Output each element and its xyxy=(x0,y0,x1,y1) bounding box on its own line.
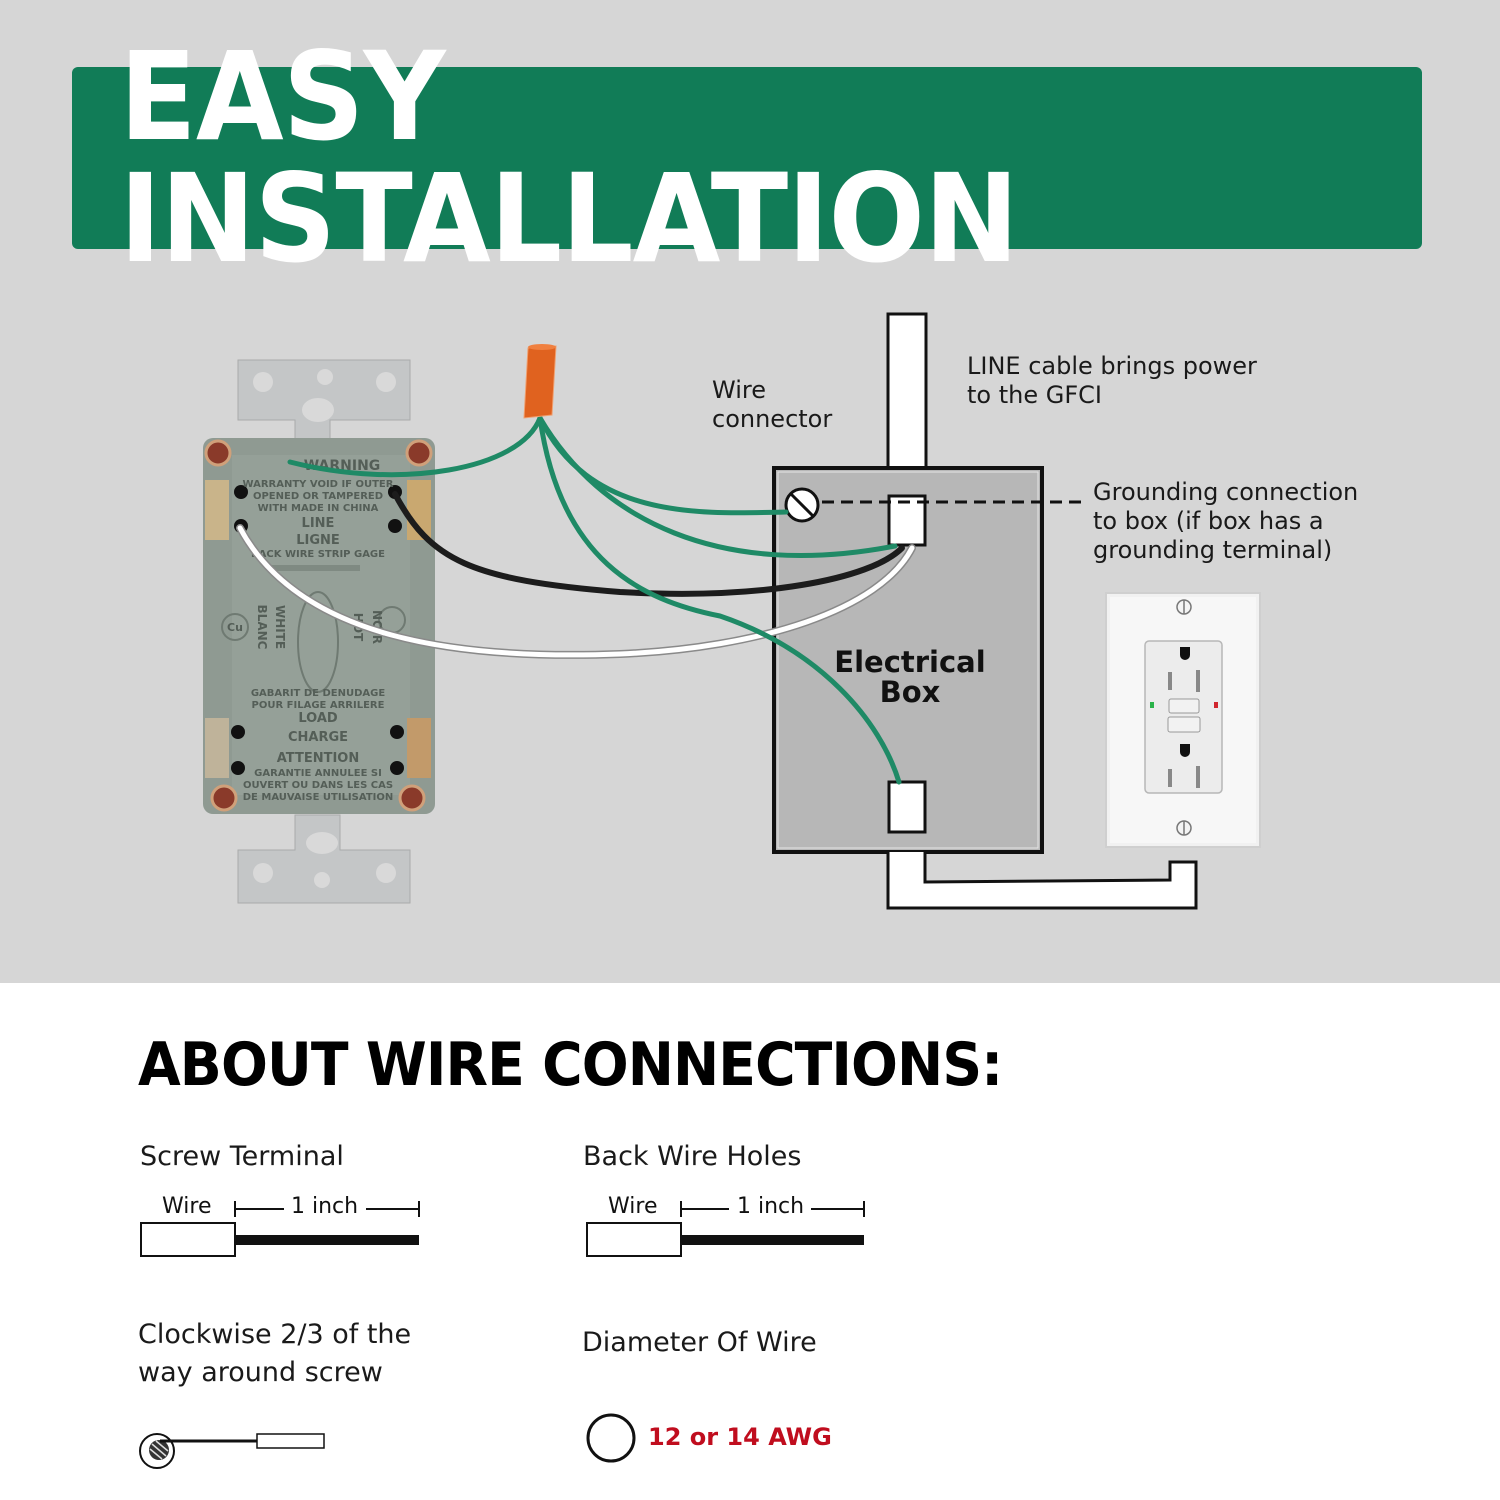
screw-terminal-title: Screw Terminal xyxy=(140,1141,344,1172)
svg-text:GARANTIE ANNULEE SI: GARANTIE ANNULEE SI xyxy=(254,768,382,779)
wire-gauge-value: 12 or 14 AWG xyxy=(648,1423,832,1451)
wallplate-screw-bottom-icon xyxy=(1176,820,1192,836)
svg-text:WITH MADE IN CHINA: WITH MADE IN CHINA xyxy=(258,503,379,514)
line-cable-clamp xyxy=(887,494,927,547)
wire-connector-icon xyxy=(523,344,557,419)
wiring-diagram: WARNING WARRANTY VOID IF OUTER OPENED OR… xyxy=(203,312,1261,910)
screw-wrap-diagram xyxy=(139,1433,325,1469)
svg-text:POUR FILAGE ARRILERE: POUR FILAGE ARRILERE xyxy=(252,700,385,711)
svg-text:ATTENTION: ATTENTION xyxy=(277,751,359,766)
svg-text:WHITE: WHITE xyxy=(273,605,287,649)
title-banner: EASY INSTALLATION xyxy=(72,36,1422,280)
svg-text:LINE: LINE xyxy=(302,516,335,531)
svg-text:Cu: Cu xyxy=(227,621,243,634)
line-cable-label: LINE cable brings power to the GFCI xyxy=(967,352,1257,409)
svg-text:WARRANTY VOID IF OUTER: WARRANTY VOID IF OUTER xyxy=(243,479,394,490)
grounding-connection-label: Grounding connection to box (if box has … xyxy=(1093,478,1359,564)
section-title: ABOUT WIRE CONNECTIONS: xyxy=(138,1030,1003,1100)
svg-text:BLANC: BLANC xyxy=(255,605,269,650)
svg-text:OUVERT OU DANS LES CAS: OUVERT OU DANS LES CAS xyxy=(243,780,393,791)
status-led-green xyxy=(1150,702,1154,708)
screw-terminal-wire-label: Wire xyxy=(162,1194,212,1219)
svg-text:CHARGE: CHARGE xyxy=(288,730,348,745)
back-wire-length-label: 1 inch xyxy=(737,1194,805,1219)
svg-text:BACK WIRE STRIP GAGE: BACK WIRE STRIP GAGE xyxy=(251,549,385,560)
ground-screw-icon xyxy=(784,487,820,523)
ground-wire-line xyxy=(537,415,898,559)
svg-text:OPENED OR TAMPERED: OPENED OR TAMPERED xyxy=(253,491,383,502)
clockwise-title: Clockwise 2/3 of the way around screw xyxy=(138,1319,412,1388)
back-wire-wire-label: Wire xyxy=(608,1194,658,1219)
wire-connector-label: Wire connector xyxy=(712,376,833,433)
electrical-box-label: Electrical Box xyxy=(834,645,986,709)
screw-terminal-length-label: 1 inch xyxy=(291,1194,359,1219)
screw-terminal-strip-diagram xyxy=(140,1201,420,1257)
load-cable xyxy=(886,852,1198,910)
gfci-receptacle-back: WARNING WARRANTY VOID IF OUTER OPENED OR… xyxy=(203,359,435,904)
svg-text:GABARIT DE DENUDAGE: GABARIT DE DENUDAGE xyxy=(251,688,386,699)
svg-text:DE MAUVAISE UTILISATION: DE MAUVAISE UTILISATION xyxy=(243,792,393,803)
diameter-title: Diameter Of Wire xyxy=(582,1327,817,1358)
load-cable-clamp xyxy=(887,780,927,834)
ground-wire-load xyxy=(537,415,902,785)
svg-text:LIGNE: LIGNE xyxy=(296,533,340,548)
status-led-red xyxy=(1214,702,1218,708)
ground-wire-gfci xyxy=(287,415,543,478)
gfci-receptacle-front xyxy=(1105,592,1261,848)
hot-wire xyxy=(392,491,905,597)
wallplate-screw-top-icon xyxy=(1176,599,1192,615)
line-cable xyxy=(886,312,928,476)
banner-title: EASY INSTALLATION xyxy=(119,26,1019,290)
svg-text:LOAD: LOAD xyxy=(298,711,338,726)
back-wire-holes-title: Back Wire Holes xyxy=(583,1141,802,1172)
wire-diameter-circle xyxy=(586,1413,636,1463)
back-wire-strip-diagram xyxy=(586,1201,865,1257)
